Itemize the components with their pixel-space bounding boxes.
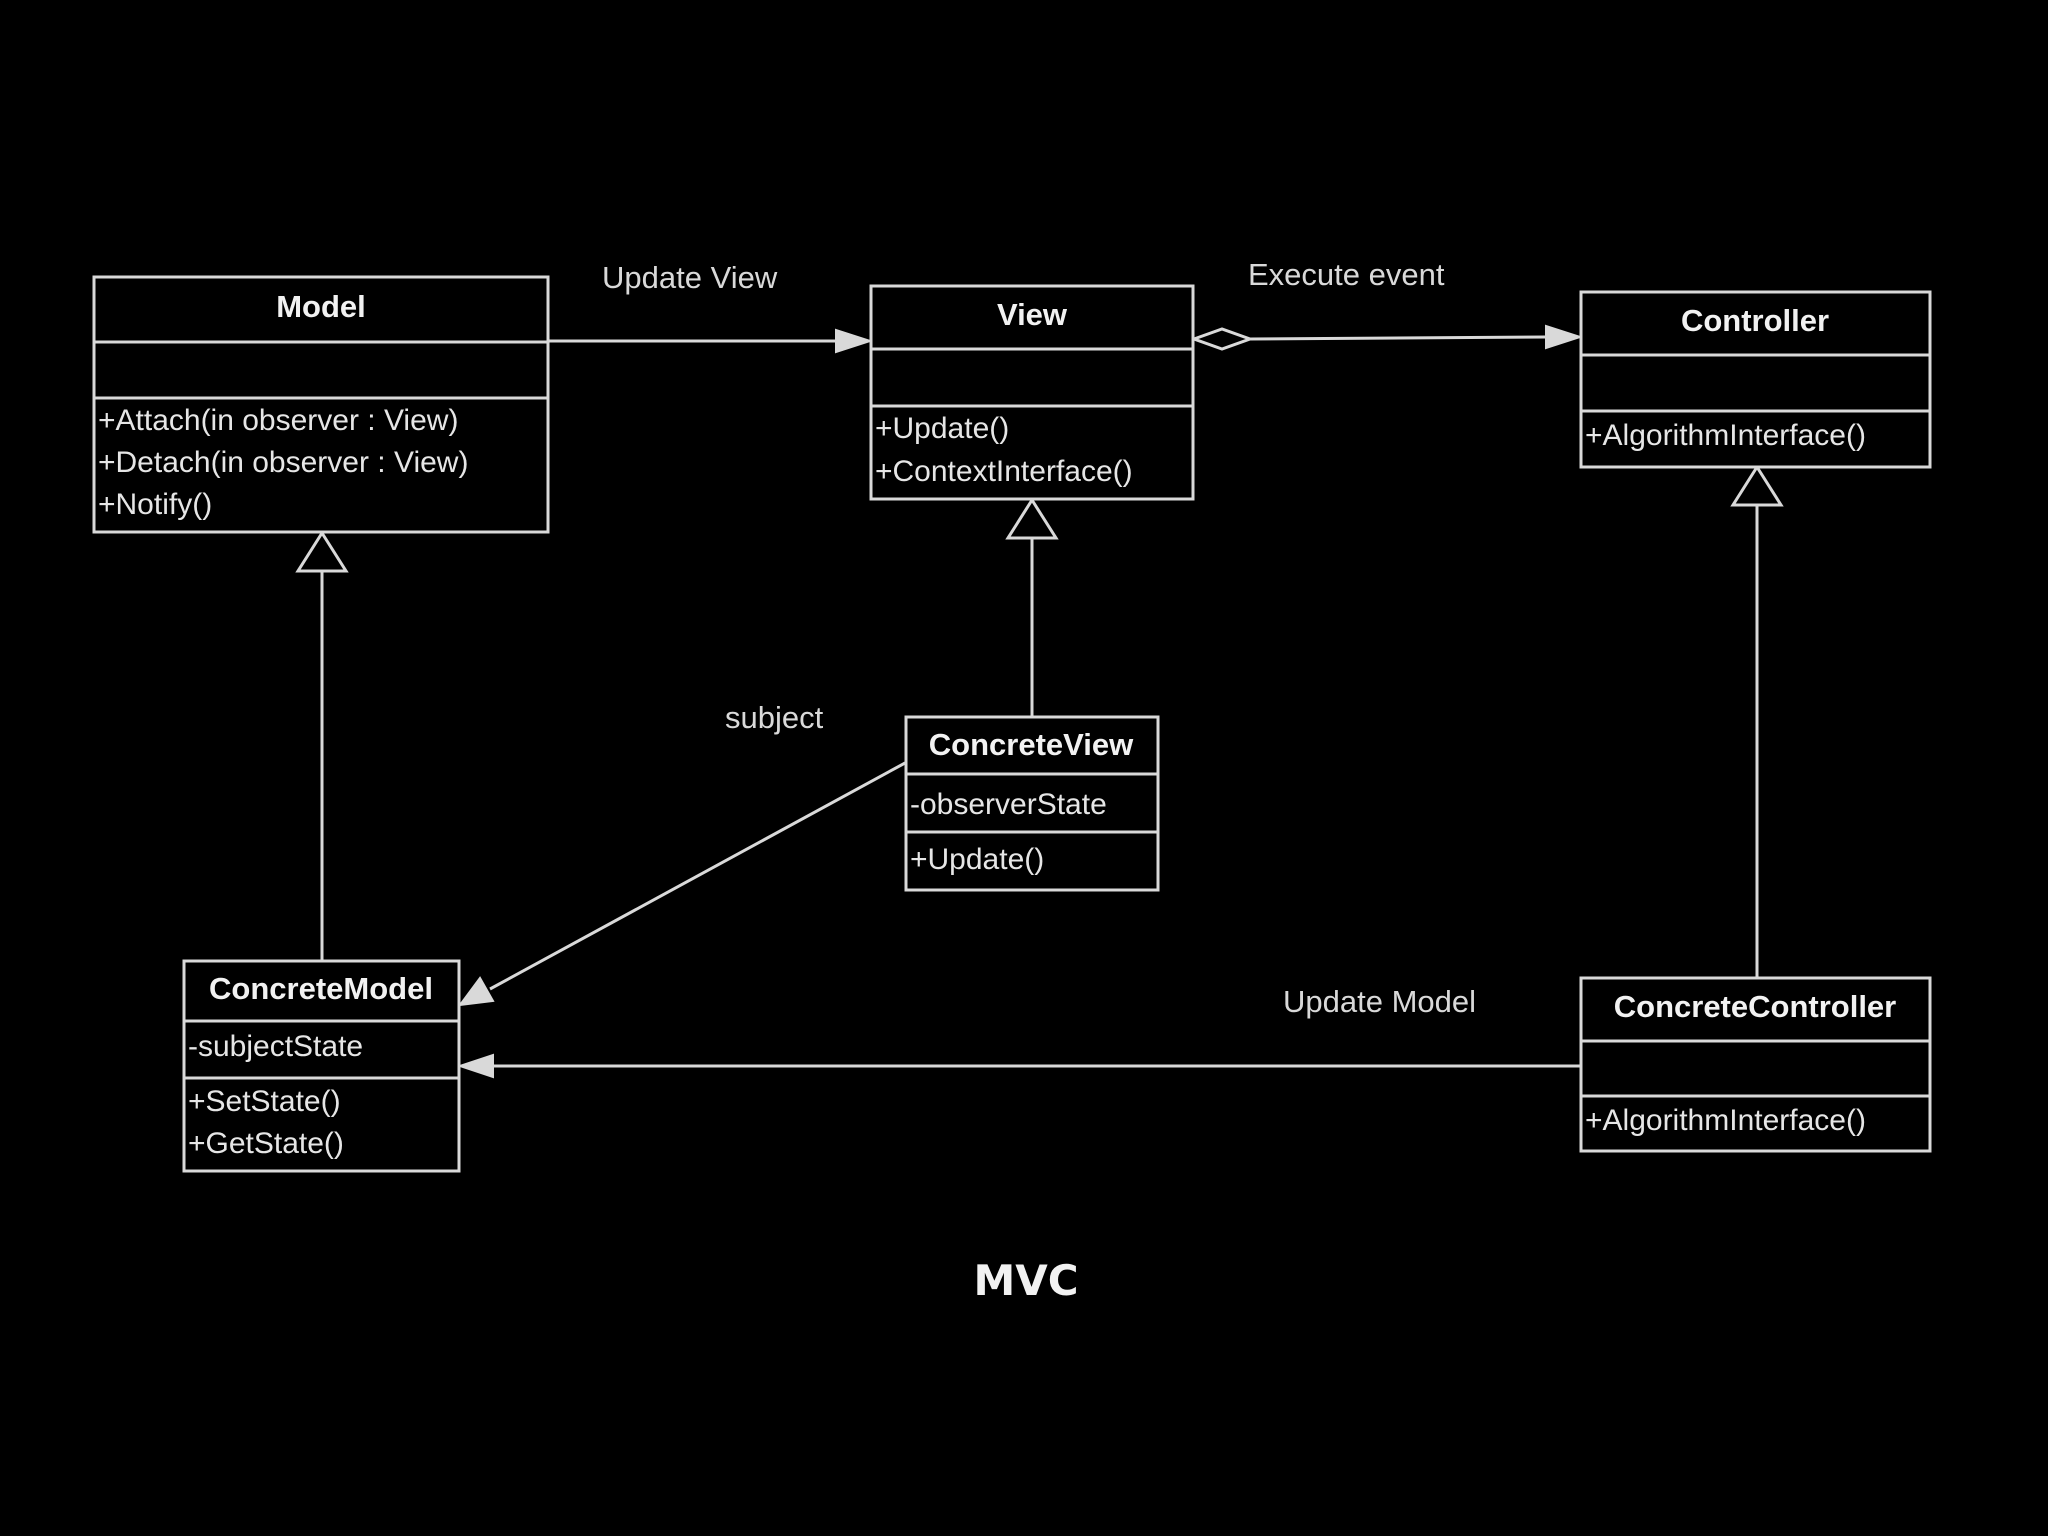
class-name: ConcreteController xyxy=(1614,989,1896,1024)
label-subject: subject xyxy=(725,700,824,735)
label-execute-event: Execute event xyxy=(1248,257,1445,292)
class-concrete-view: ConcreteView -observerState +Update() xyxy=(904,715,1160,892)
arrowhead-icon xyxy=(1545,324,1584,350)
class-name: View xyxy=(997,297,1068,332)
class-name: Controller xyxy=(1681,303,1829,338)
operation: +AlgorithmInterface() xyxy=(1585,419,1866,452)
class-name: ConcreteView xyxy=(929,727,1134,762)
operation: +Notify() xyxy=(98,488,212,521)
class-concrete-model: ConcreteModel -subjectState +SetState() … xyxy=(182,959,461,1173)
label-update-model: Update Model xyxy=(1283,984,1476,1019)
operation: +Update() xyxy=(875,412,1009,445)
diagram-caption: MVC xyxy=(973,1256,1078,1305)
relation-execute-event: Execute event xyxy=(1189,257,1584,351)
arrowhead-icon xyxy=(835,328,874,354)
relation-generalization-controller xyxy=(1730,464,1784,977)
relation-subject: subject xyxy=(457,700,906,1007)
relation-generalization-model xyxy=(295,530,349,960)
relation-generalization-view xyxy=(1005,497,1059,716)
generalization-triangle-icon xyxy=(1730,464,1784,507)
arrowhead-icon xyxy=(457,976,495,1007)
operation: +Detach(in observer : View) xyxy=(98,446,468,479)
operation: +Attach(in observer : View) xyxy=(98,404,458,437)
attribute: -subjectState xyxy=(188,1030,363,1063)
class-name: Model xyxy=(276,289,366,324)
arrowhead-icon xyxy=(456,1053,494,1079)
class-name: ConcreteModel xyxy=(209,971,433,1006)
class-view: View +Update() +ContextInterface() xyxy=(869,284,1195,501)
attribute: -observerState xyxy=(910,788,1107,821)
operation: +SetState() xyxy=(188,1085,341,1118)
class-model: Model +Attach(in observer : View) +Detac… xyxy=(92,275,550,534)
operation: +Update() xyxy=(910,843,1044,876)
label-update-view: Update View xyxy=(602,260,778,295)
generalization-triangle-icon xyxy=(295,530,349,573)
operation: +GetState() xyxy=(188,1127,344,1160)
operation: +ContextInterface() xyxy=(875,455,1133,488)
class-controller: Controller +AlgorithmInterface() xyxy=(1579,290,1932,469)
generalization-triangle-icon xyxy=(1005,497,1059,540)
class-concrete-controller: ConcreteController +AlgorithmInterface() xyxy=(1579,976,1932,1153)
operation: +AlgorithmInterface() xyxy=(1585,1104,1866,1137)
relation-update-model: Update Model xyxy=(456,984,1581,1079)
relation-update-view: Update View xyxy=(548,260,874,354)
aggregation-diamond-icon xyxy=(1189,327,1255,351)
